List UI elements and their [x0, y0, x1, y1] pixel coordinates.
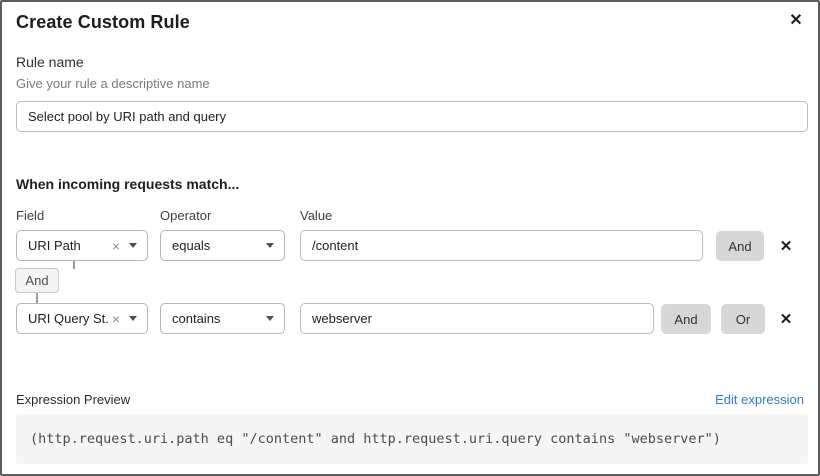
clear-icon[interactable]: ×	[111, 310, 120, 327]
field-select-row1-value: URI Path	[28, 238, 81, 253]
chevron-down-icon	[129, 316, 137, 321]
rule-name-label: Rule name	[16, 54, 84, 70]
chevron-down-icon	[129, 243, 137, 248]
field-column-label: Field	[16, 208, 45, 223]
field-select-row1[interactable]: URI Path ×	[16, 230, 148, 261]
field-select-row2[interactable]: URI Query St... ×	[16, 303, 148, 334]
expression-preview-label: Expression Preview	[16, 392, 131, 407]
operator-select-row1[interactable]: equals	[160, 230, 285, 261]
connector-line-bottom	[36, 293, 38, 303]
operator-column-label: Operator	[160, 208, 212, 223]
delete-condition-icon[interactable]: ✕	[779, 238, 793, 255]
dialog-title: Create Custom Rule	[16, 12, 190, 32]
expression-preview-box: (http.request.uri.path eq "/content" and…	[16, 414, 808, 464]
edit-expression-link[interactable]: Edit expression	[715, 392, 804, 407]
value-column-label: Value	[300, 208, 333, 223]
connector-and-chip: And	[15, 268, 59, 293]
clear-icon[interactable]: ×	[111, 237, 120, 254]
operator-select-row2[interactable]: contains	[160, 303, 285, 334]
or-button-row2[interactable]: Or	[721, 304, 765, 334]
connector-line-top	[73, 261, 75, 269]
value-input-row1[interactable]	[300, 230, 703, 261]
operator-select-row2-value: contains	[172, 311, 221, 326]
operator-select-row1-value: equals	[172, 238, 211, 253]
match-section-heading: When incoming requests match...	[16, 176, 240, 192]
value-input-row2[interactable]	[300, 303, 654, 334]
rule-name-helper-text: Give your rule a descriptive name	[16, 76, 210, 91]
close-icon[interactable]: ✕	[789, 12, 803, 29]
expression-code: (http.request.uri.path eq "/content" and…	[30, 431, 721, 447]
chevron-down-icon	[266, 243, 274, 248]
delete-condition-icon[interactable]: ✕	[779, 311, 793, 328]
and-button-row2[interactable]: And	[661, 304, 711, 334]
rule-name-input[interactable]	[16, 101, 808, 132]
chevron-down-icon	[266, 316, 274, 321]
field-select-row2-value: URI Query St...	[28, 311, 108, 326]
and-button-row1[interactable]: And	[716, 231, 764, 261]
